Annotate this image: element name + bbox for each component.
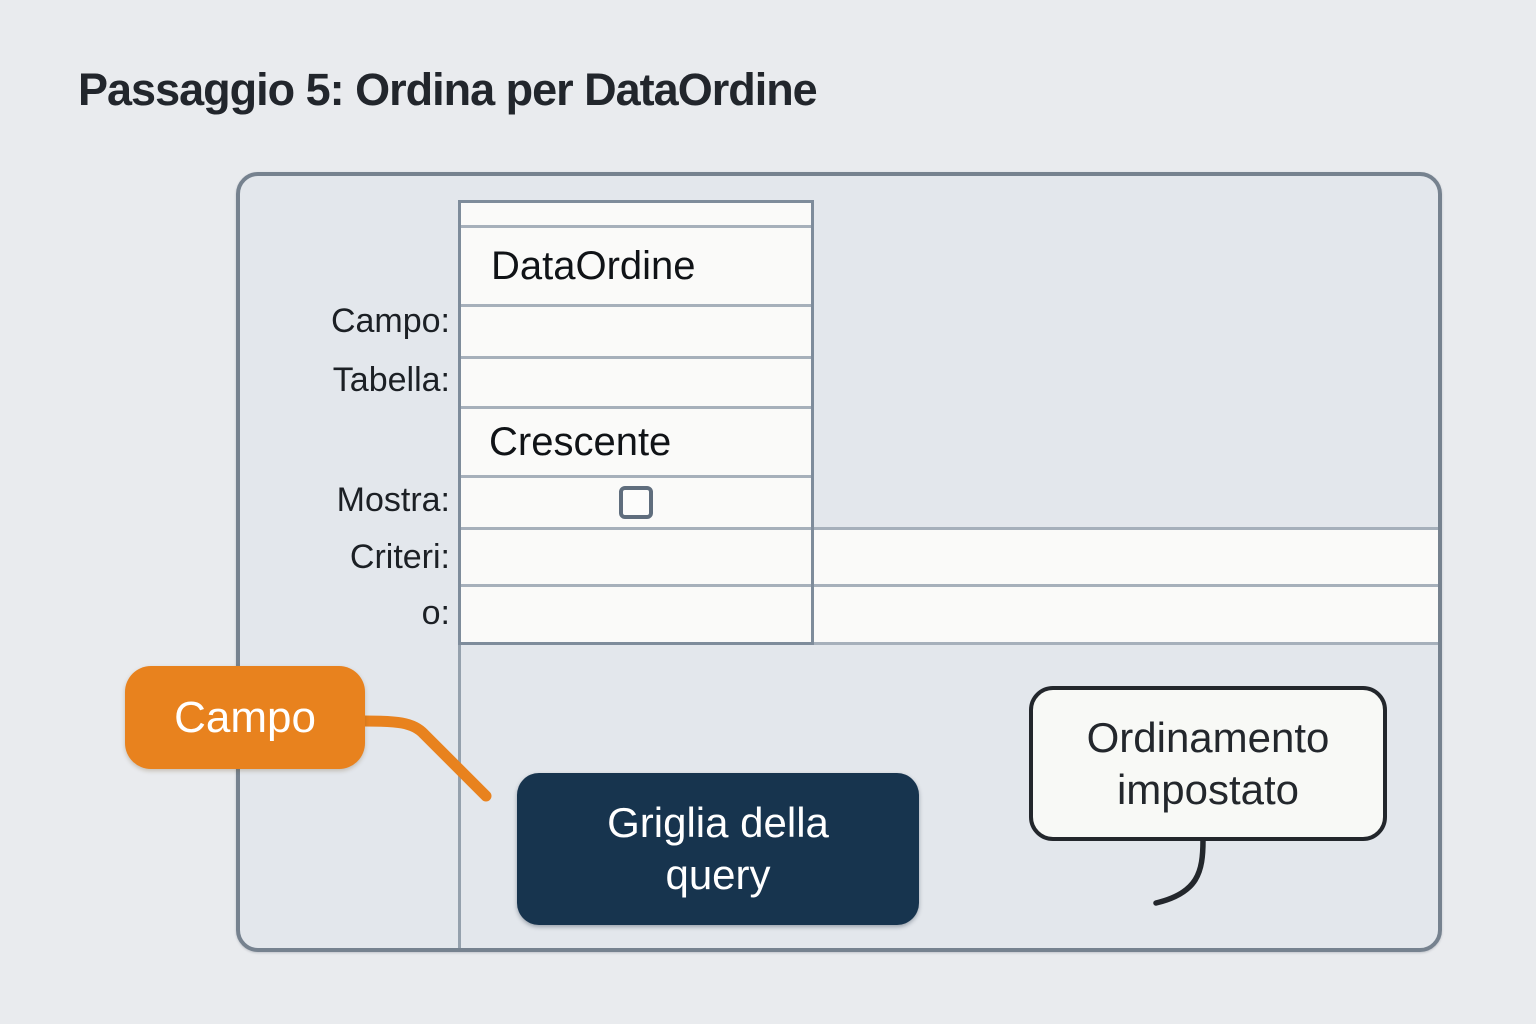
sort-callout: Ordinamento impostato <box>1029 686 1387 841</box>
criteria-cell[interactable] <box>461 530 811 584</box>
page-title: Passaggio 5: Ordina per DataOrdine <box>78 64 818 115</box>
criteria-row-extension-cell[interactable] <box>814 530 1438 584</box>
campo-callout-label: Campo <box>174 692 316 742</box>
row-label-criteri: Criteri: <box>349 538 450 576</box>
sort-value: Crescente <box>489 419 672 464</box>
sort-cell[interactable]: Crescente <box>461 409 811 475</box>
query-grid-callout-line2: query <box>665 851 771 898</box>
grid-left-edge-line <box>458 645 461 948</box>
tabella-row-cell[interactable] <box>461 359 811 406</box>
sort-callout-line1: Ordinamento <box>1086 713 1330 761</box>
field-value: DataOrdine <box>491 243 696 288</box>
query-grid-callout: Griglia della query <box>517 773 919 925</box>
show-cell[interactable] <box>461 478 811 527</box>
field-cell[interactable]: DataOrdine <box>461 228 811 304</box>
row-label-mostra: Mostra: <box>336 481 450 519</box>
row-label-tabella: Tabella: <box>332 361 450 399</box>
or-cell[interactable] <box>461 587 811 642</box>
column-header-cell[interactable] <box>461 203 811 225</box>
row-label-o: o: <box>421 594 450 632</box>
campo-callout: Campo <box>125 666 365 769</box>
sort-callout-line2: impostato <box>1116 765 1300 813</box>
campo-row-cell[interactable] <box>461 307 811 356</box>
row-label-campo: Campo: <box>330 302 450 340</box>
query-designer-panel: Campo: Tabella: Mostra: Criteri: o: Data… <box>236 172 1442 952</box>
query-grid-column: DataOrdine Crescente <box>458 200 814 645</box>
or-row-extension-cell[interactable] <box>814 587 1438 642</box>
show-checkbox[interactable] <box>619 486 653 519</box>
query-grid-callout-line1: Griglia della <box>607 799 829 846</box>
criteria-rows-extension <box>814 527 1438 645</box>
